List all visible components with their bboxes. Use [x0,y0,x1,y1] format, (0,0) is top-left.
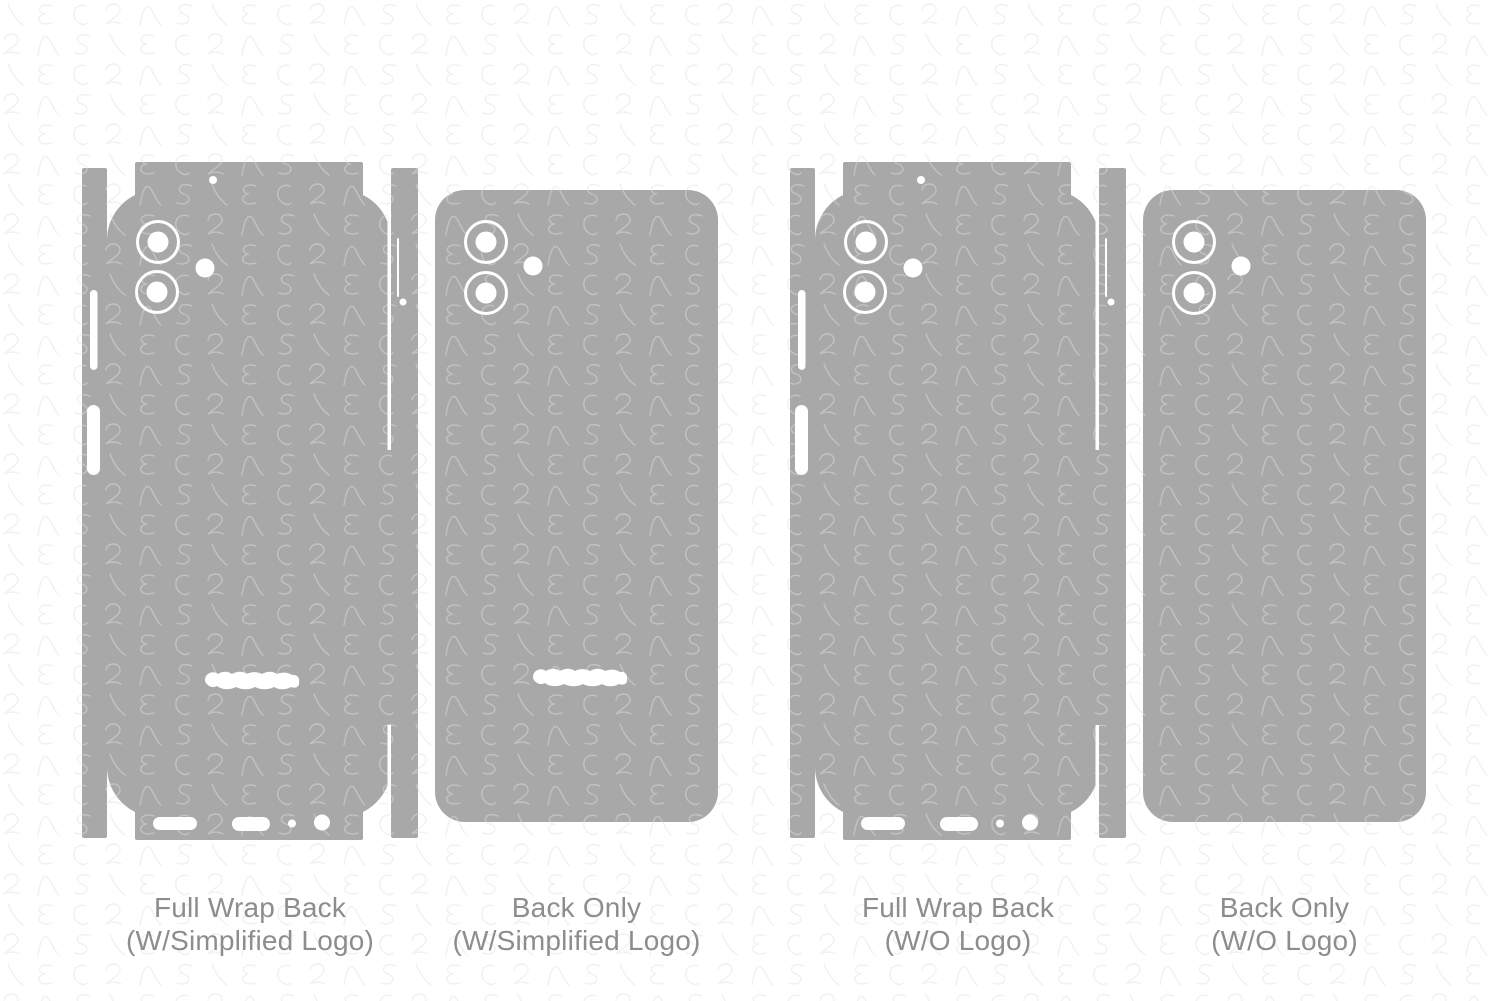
caption-line2: (W/O Logo) [884,925,1032,956]
caption-line1: Full Wrap Back [861,892,1055,923]
caption-line1: Back Only [1219,892,1350,923]
caption-template-2: Back Only (W/Simplified Logo) [435,891,718,957]
caption-line2: (W/Simplified Logo) [125,925,375,956]
caption-line2: (W/O Logo) [1211,925,1358,956]
caption-line1: Full Wrap Back [153,892,347,923]
caption-line2: (W/Simplified Logo) [452,925,701,956]
caption-template-1: Full Wrap Back (W/Simplified Logo) [82,891,418,957]
caption-line1: Back Only [511,892,642,923]
caption-template-3: Full Wrap Back (W/O Logo) [790,891,1126,957]
caption-template-4: Back Only (W/O Logo) [1143,891,1426,957]
